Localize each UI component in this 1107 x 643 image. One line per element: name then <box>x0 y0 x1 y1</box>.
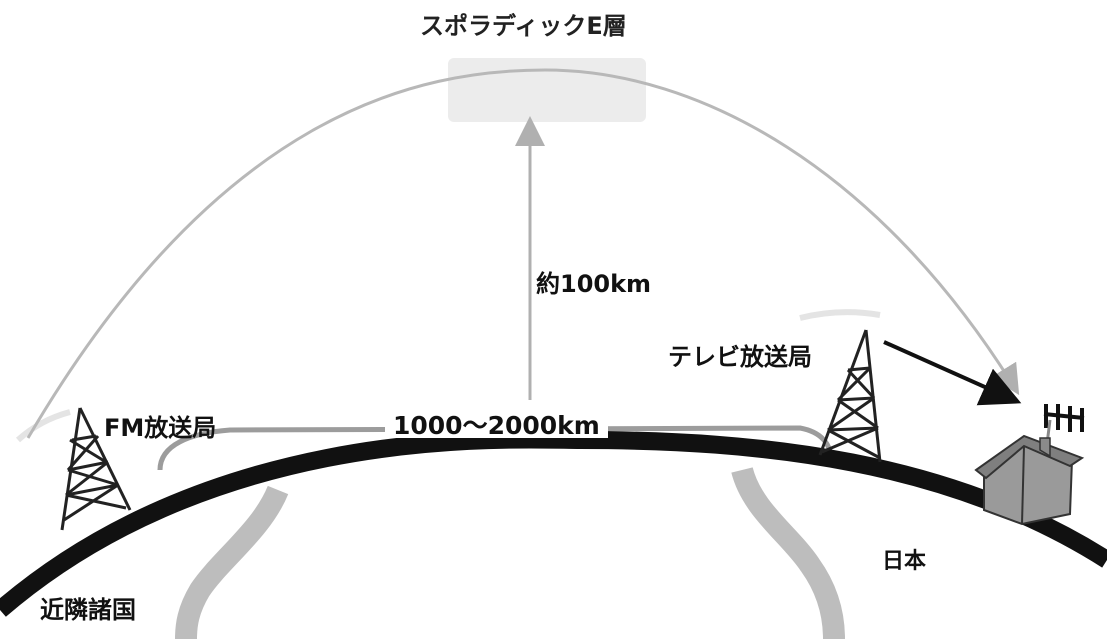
propagation-arc <box>26 68 1020 439</box>
haze-right <box>799 309 881 321</box>
sporadic-e-band <box>448 58 646 122</box>
distance-bracket <box>157 425 833 471</box>
interference-arrow <box>883 340 1022 406</box>
neighboring-countries-label: 近隣諸国 <box>40 596 136 624</box>
fm-tower-icon <box>60 407 132 531</box>
tv-antenna-icon <box>1043 404 1085 453</box>
sporadic-e-layer-label: スポラディックE層 <box>420 12 627 40</box>
fm-station-label: FM放送局 <box>104 414 217 442</box>
land-neighbors <box>175 485 289 640</box>
earth-surface <box>0 430 1107 617</box>
altitude-label: 約100km <box>536 270 652 298</box>
tv-tower-icon <box>818 329 882 463</box>
haze-left <box>15 409 71 443</box>
tv-station-label: テレビ放送局 <box>668 343 812 371</box>
house-icon <box>974 434 1085 526</box>
land-japan <box>731 466 845 640</box>
japan-label: 日本 <box>882 549 927 574</box>
distance-label: 1000～2000km <box>385 413 608 438</box>
